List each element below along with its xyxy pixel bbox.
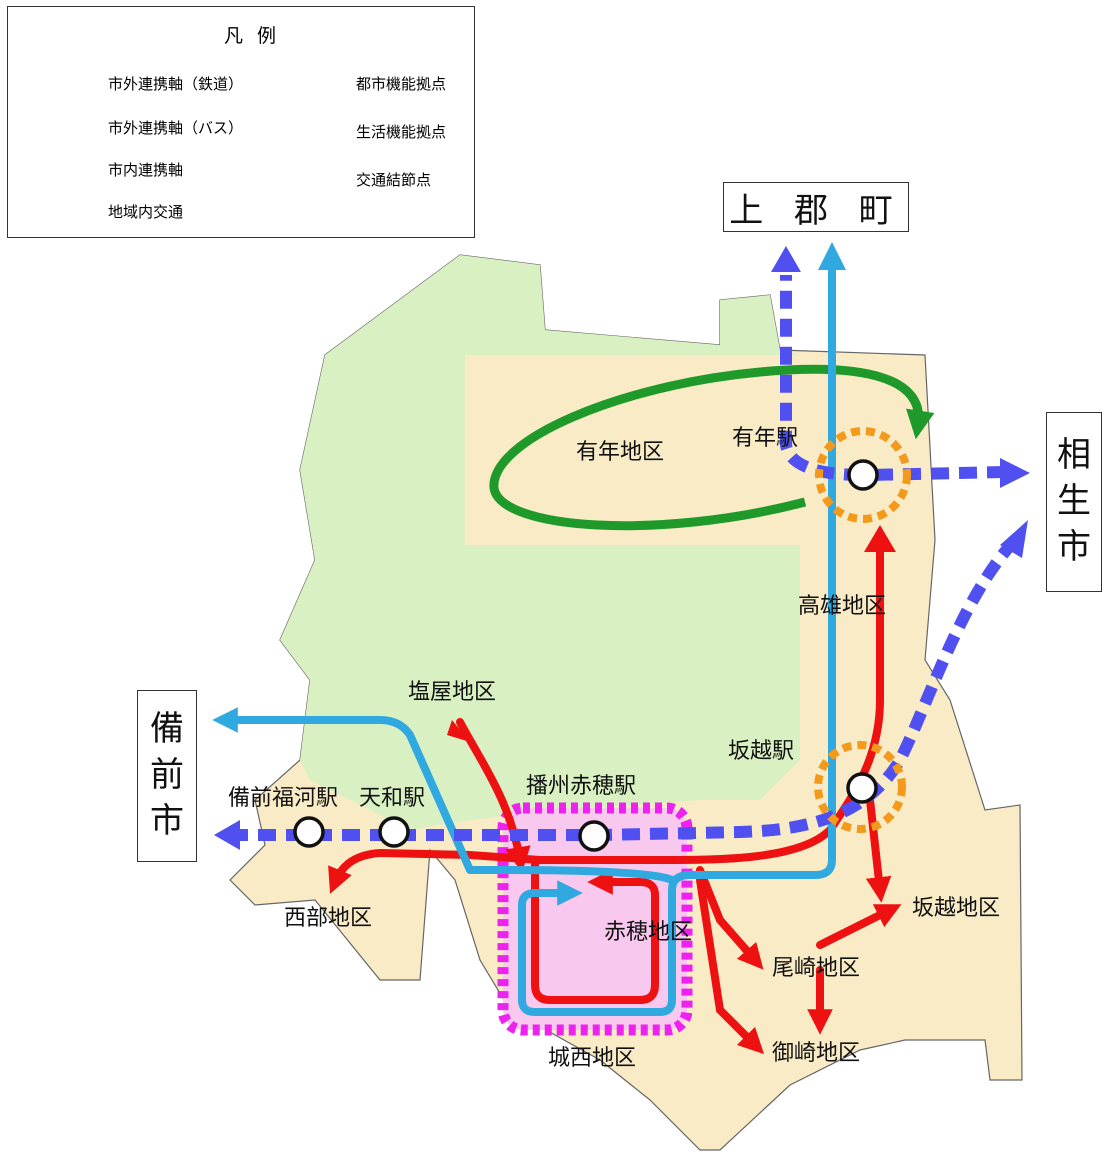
destination-bizen: 備 前 市 [137, 690, 197, 862]
destination-kamigori: 上 郡 町 [723, 182, 909, 232]
arrowhead-shioya [447, 720, 470, 742]
label-sakoshi-station: 坂越駅 [728, 739, 795, 764]
label-sakoshi-district: 坂越地区 [912, 896, 1001, 921]
legend-city-axis-label: 市内連携軸 [108, 161, 184, 179]
rail-arrowhead-bizen [214, 820, 240, 850]
label-tenwa-station: 天和駅 [359, 786, 426, 811]
node-tenwa-station [378, 816, 410, 848]
legend-life-hub-label: 生活機能拠点 [356, 123, 447, 141]
legend-urban-hub-label: 都市機能拠点 [356, 75, 447, 93]
destination-aioi-char-2: 生 [1057, 481, 1091, 522]
label-takao-district: 高雄地区 [798, 594, 887, 619]
label-osaki-district: 尾崎地区 [772, 956, 861, 981]
label-bizen-fukugawa-station: 備前福河駅 [228, 786, 339, 811]
rail-arrowhead-aioi [1000, 458, 1030, 488]
destination-aioi: 相 生 市 [1046, 412, 1102, 592]
legend-title: 凡 例 [224, 25, 281, 47]
bus-arrowhead-north [818, 242, 846, 270]
destination-aioi-char-3: 市 [1057, 526, 1091, 567]
life-hub-sakoshi [814, 741, 906, 833]
mountain-area [280, 255, 800, 830]
label-ushiro-district: 有年地区 [576, 440, 665, 465]
destination-bizen-char-2: 前 [150, 755, 184, 796]
arrowhead-takao [864, 525, 896, 552]
label-seibu-district: 西部地区 [284, 906, 373, 931]
destination-aioi-char-1: 相 [1057, 435, 1091, 476]
label-misaki-district: 御崎地区 [772, 1041, 861, 1066]
rail-arrowhead-aioi-south [1000, 520, 1028, 558]
bus-axis-network [212, 255, 836, 1016]
node-sakoshi-station [846, 772, 878, 804]
label-shioya-district: 塩屋地区 [408, 680, 497, 705]
life-hub-ushiro [815, 427, 911, 523]
label-banshu-ako-station: 播州赤穂駅 [526, 774, 637, 799]
node-ushiro-station [847, 459, 879, 491]
legend-bus-label: 市外連携軸（バス） [108, 119, 244, 137]
node-bizen-fukugawa-station [293, 816, 325, 848]
label-jousei-district: 城西地区 [548, 1046, 637, 1071]
rail-arrowhead-kamigori [771, 246, 801, 272]
node-banshu-ako-station [578, 820, 610, 852]
legend-rail-label: 市外連携軸（鉄道） [108, 75, 244, 93]
legend-node-label: 交通結節点 [356, 171, 432, 189]
destination-bizen-char-1: 備 [150, 709, 184, 750]
legend-regional-label: 地域内交通 [108, 203, 184, 221]
legend-box: 凡 例 市外連携軸（鉄道） 市外連携軸（バス） 市内連携軸 地域内交通 都市機能… [7, 6, 475, 238]
label-ushiro-station: 有年駅 [732, 426, 799, 451]
label-ako-district: 赤穂地区 [604, 920, 693, 945]
regional-transport-loop [489, 364, 935, 531]
destination-bizen-char-3: 市 [150, 800, 184, 841]
